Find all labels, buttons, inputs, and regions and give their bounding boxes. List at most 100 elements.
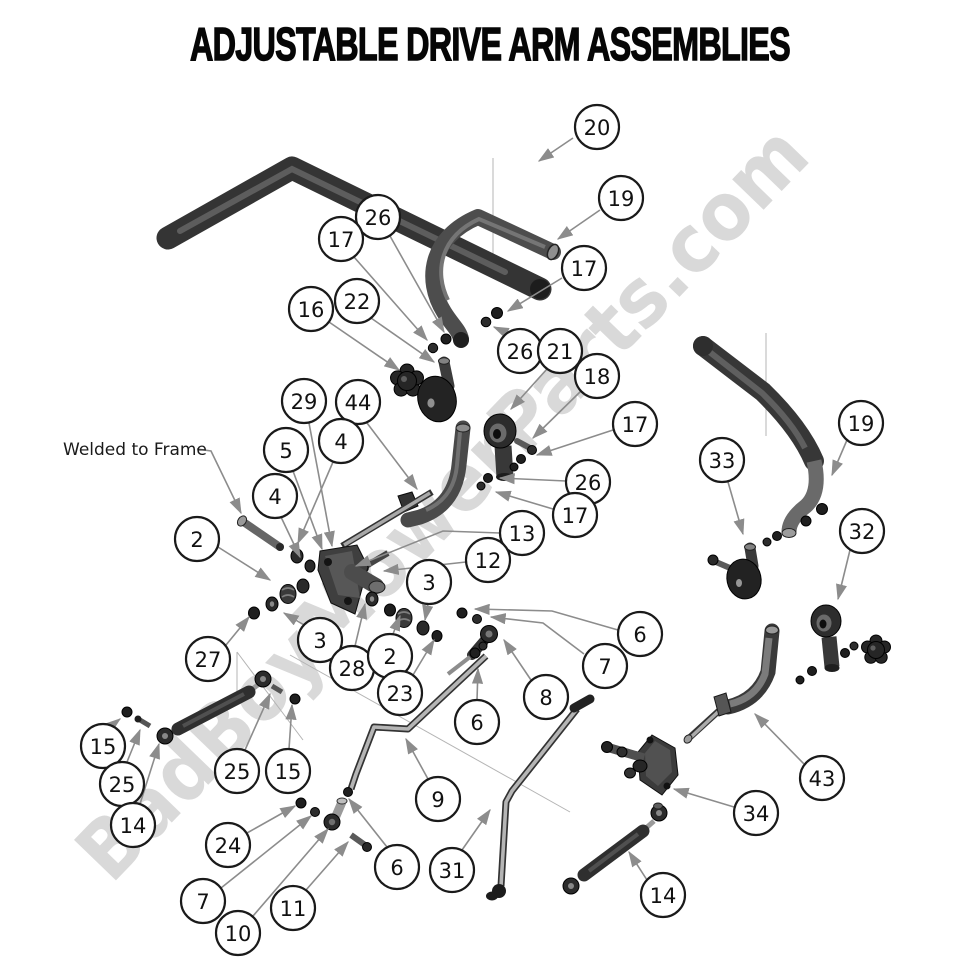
callout-number: 5 bbox=[279, 439, 292, 463]
callout-11: 11 bbox=[269, 884, 317, 932]
callout-number: 4 bbox=[268, 485, 281, 509]
leader-14 bbox=[628, 850, 648, 881]
callout-17: 17 bbox=[317, 215, 365, 263]
callout-15: 15 bbox=[264, 747, 312, 795]
callout-circle bbox=[732, 789, 780, 837]
callout-number: 12 bbox=[475, 549, 502, 573]
callout-number: 17 bbox=[622, 413, 649, 437]
leader-3 bbox=[282, 612, 305, 626]
leader-33 bbox=[727, 481, 745, 536]
callout-number: 23 bbox=[387, 682, 414, 706]
callout-2: 2 bbox=[366, 632, 414, 680]
callout-19: 19 bbox=[837, 399, 885, 447]
part-star-knob-16 bbox=[390, 363, 424, 397]
callout-circle bbox=[376, 669, 424, 717]
callout-circle bbox=[373, 843, 421, 891]
part-nuts-left-handle bbox=[427, 307, 503, 354]
callout-circle bbox=[214, 909, 262, 957]
callout-number: 26 bbox=[365, 206, 392, 230]
callout-circle bbox=[317, 417, 365, 465]
callout-number: 14 bbox=[650, 884, 677, 908]
callout-number: 19 bbox=[848, 412, 875, 436]
callout-14: 14 bbox=[639, 871, 687, 919]
callout-number: 29 bbox=[291, 390, 318, 414]
callout-18: 18 bbox=[573, 352, 621, 400]
callout-17: 17 bbox=[611, 400, 659, 448]
callout-number: 6 bbox=[390, 856, 403, 880]
part-handle-19-left bbox=[425, 209, 561, 348]
callout-43: 43 bbox=[798, 754, 846, 802]
callout-26: 26 bbox=[496, 327, 544, 375]
leader-11 bbox=[305, 840, 349, 891]
leader-14 bbox=[139, 742, 160, 805]
callout-24: 24 bbox=[204, 821, 252, 869]
callout-12: 12 bbox=[464, 536, 512, 584]
leader-25 bbox=[126, 728, 141, 763]
callout-number: 44 bbox=[345, 391, 372, 415]
leader-18 bbox=[532, 390, 582, 439]
leader-25 bbox=[244, 692, 271, 751]
leader-6 bbox=[471, 667, 484, 701]
callout-circle bbox=[414, 775, 462, 823]
callout-5: 5 bbox=[262, 426, 310, 474]
leader-13 bbox=[354, 530, 501, 567]
callout-circle bbox=[464, 536, 512, 584]
callout-circle bbox=[573, 352, 621, 400]
callout-4: 4 bbox=[251, 472, 299, 520]
leader-44 bbox=[366, 422, 418, 491]
callout-circle bbox=[109, 801, 157, 849]
callout-number: 27 bbox=[195, 648, 222, 672]
leader-17 bbox=[494, 490, 554, 510]
callout-circle bbox=[838, 507, 886, 555]
callout-20: 20 bbox=[573, 103, 621, 151]
callout-circle bbox=[616, 610, 664, 658]
part-arm-43 bbox=[683, 623, 780, 744]
leader-23 bbox=[412, 638, 435, 676]
callout-number: 24 bbox=[215, 834, 242, 858]
part-turnbuckle-14-left bbox=[121, 670, 301, 745]
callout-circle bbox=[179, 877, 227, 925]
callout-number: 13 bbox=[509, 522, 536, 546]
callout-number: 28 bbox=[339, 657, 366, 681]
callout-32: 32 bbox=[838, 507, 886, 555]
callout-circle bbox=[204, 821, 252, 869]
leader-29 bbox=[308, 422, 335, 548]
leader-26 bbox=[492, 326, 510, 339]
callout-circle bbox=[428, 846, 476, 894]
callout-22: 22 bbox=[333, 277, 381, 325]
callout-circle bbox=[698, 436, 746, 484]
callout-circle bbox=[405, 558, 453, 606]
callout-26: 26 bbox=[354, 193, 402, 241]
callout-circle bbox=[317, 215, 365, 263]
callout-6: 6 bbox=[373, 843, 421, 891]
callout-circle bbox=[798, 754, 846, 802]
leader-2 bbox=[389, 614, 401, 635]
leader-2 bbox=[217, 546, 272, 581]
part-cam-33 bbox=[707, 542, 762, 600]
part-turnbuckle-14-right bbox=[562, 802, 668, 895]
callout-circle bbox=[536, 327, 584, 375]
callout-number: 2 bbox=[383, 645, 396, 669]
callout-31: 31 bbox=[428, 846, 476, 894]
part-star-knob-right bbox=[861, 634, 891, 664]
callout-8: 8 bbox=[522, 673, 570, 721]
leader-7 bbox=[489, 613, 585, 655]
callout-number: 2 bbox=[190, 528, 203, 552]
leader-15 bbox=[104, 718, 122, 733]
callout-circle bbox=[173, 515, 221, 563]
callout-number: 14 bbox=[120, 814, 147, 838]
leader-19 bbox=[556, 209, 601, 240]
leader-6 bbox=[473, 603, 619, 631]
leader-31 bbox=[461, 808, 491, 851]
callout-33: 33 bbox=[698, 436, 746, 484]
callout-circle bbox=[251, 472, 299, 520]
leader-21 bbox=[510, 368, 548, 410]
leader-27 bbox=[225, 615, 250, 646]
callout-number: 8 bbox=[539, 686, 552, 710]
callout-number: 3 bbox=[313, 629, 326, 653]
callout-number: 6 bbox=[470, 711, 483, 735]
callout-circle bbox=[597, 174, 645, 222]
callout-27: 27 bbox=[184, 635, 232, 683]
